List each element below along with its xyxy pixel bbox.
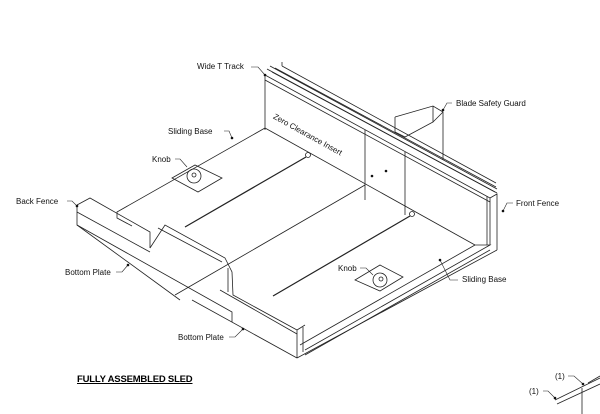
label-part-count-2: (1) (529, 387, 539, 396)
knob-bottom (354, 264, 404, 292)
sliding-base (116, 127, 498, 359)
leader-lines (67, 66, 584, 399)
label-blade-safety-guard: Blade Safety Guard (456, 99, 526, 108)
knob-top (171, 164, 223, 193)
front-fence (264, 62, 498, 245)
label-part-count-1: (1) (555, 372, 565, 381)
back-fence (76, 197, 306, 359)
label-sliding-base-bottom: Sliding Base (462, 275, 507, 284)
drawing-title: FULLY ASSEMBLED SLED (77, 374, 193, 385)
label-front-fence: Front Fence (516, 199, 560, 208)
label-bottom-plate-left: Bottom Plate (65, 268, 111, 277)
blade-slots (184, 152, 415, 297)
label-knob-top: Knob (152, 155, 171, 164)
label-knob-bottom: Knob (338, 264, 357, 273)
label-bottom-plate-bottom: Bottom Plate (178, 333, 224, 342)
partial-part-drawing (554, 375, 600, 414)
label-back-fence: Back Fence (16, 197, 59, 206)
label-wide-t-track: Wide T Track (197, 62, 244, 71)
blade-safety-guard (394, 105, 444, 160)
leader-dots (75, 73, 585, 400)
label-sliding-base-top: Sliding Base (168, 127, 213, 136)
